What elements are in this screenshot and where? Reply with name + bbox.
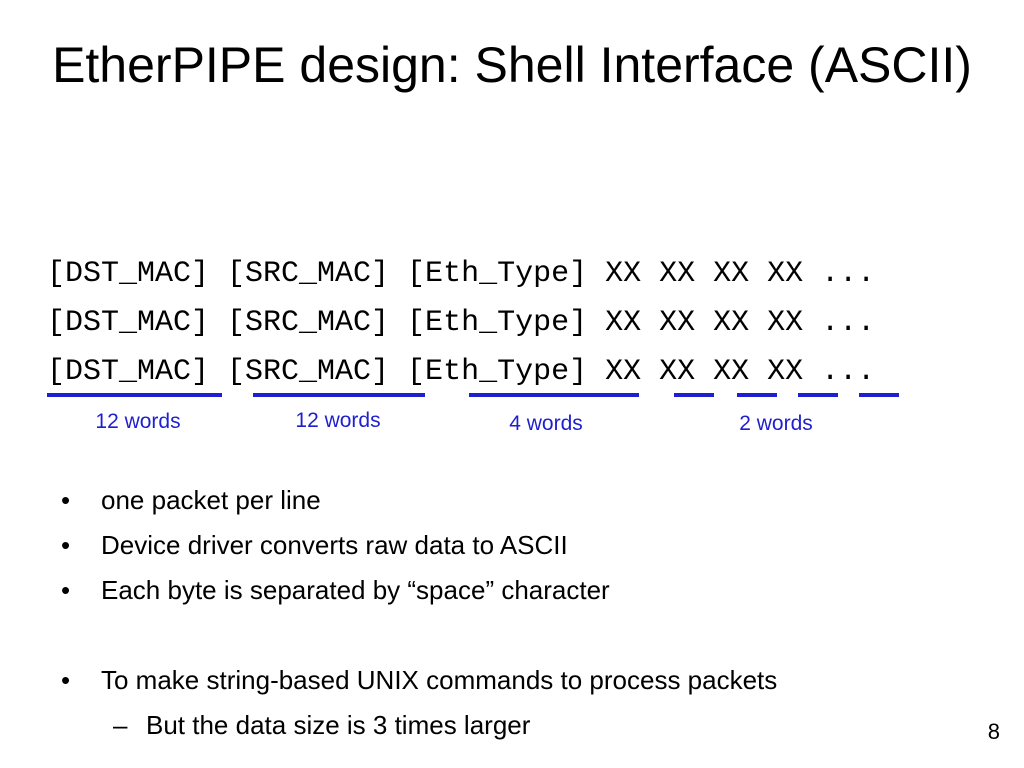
byte-underline xyxy=(859,393,899,397)
dst-mac-underline xyxy=(47,393,222,397)
dst-mac-size-label: 12 words xyxy=(95,410,181,433)
bullet-item: • Each byte is separated by “space” char… xyxy=(61,568,777,613)
src-mac-underline xyxy=(253,393,425,397)
bullet-list: • one packet per line • Device driver co… xyxy=(61,478,777,748)
src-mac-size-label: 12 words xyxy=(295,409,381,432)
bullet-dot: • xyxy=(61,485,71,515)
bullet-dot: • xyxy=(61,665,71,695)
bullet-item: • one packet per line xyxy=(61,478,777,523)
eth-type-size-label: 4 words xyxy=(509,412,583,435)
page-number: 8 xyxy=(987,719,1000,744)
byte-underline xyxy=(674,393,714,397)
bullet-dot: • xyxy=(61,575,71,605)
packet-format-line: [DST_MAC] [SRC_MAC] [Eth_Type] XX XX XX … xyxy=(47,355,876,389)
slide-title: EtherPIPE design: Shell Interface (ASCII… xyxy=(52,37,972,93)
eth-type-underline xyxy=(469,393,639,397)
packet-format-line: [DST_MAC] [SRC_MAC] [Eth_Type] XX XX XX … xyxy=(47,257,876,291)
byte-underline xyxy=(737,393,777,397)
dash-marker: – xyxy=(113,710,128,740)
bullet-text: Device driver converts raw data to ASCII xyxy=(101,530,568,560)
bullet-text: one packet per line xyxy=(101,485,321,515)
bullet-text: Each byte is separated by “space” charac… xyxy=(101,575,610,605)
bullet-item: • Device driver converts raw data to ASC… xyxy=(61,523,777,568)
byte-underline xyxy=(798,393,838,397)
bullet-spacer xyxy=(61,613,777,658)
sub-bullet-text: But the data size is 3 times larger xyxy=(146,710,531,740)
byte-size-label: 2 words xyxy=(739,412,813,435)
bullet-item: • To make string-based UNIX commands to … xyxy=(61,658,777,703)
packet-format-line: [DST_MAC] [SRC_MAC] [Eth_Type] XX XX XX … xyxy=(47,306,876,340)
bullet-text: To make string-based UNIX commands to pr… xyxy=(101,665,778,695)
bullet-dot: • xyxy=(61,530,71,560)
sub-bullet-item: – But the data size is 3 times larger xyxy=(61,703,777,748)
